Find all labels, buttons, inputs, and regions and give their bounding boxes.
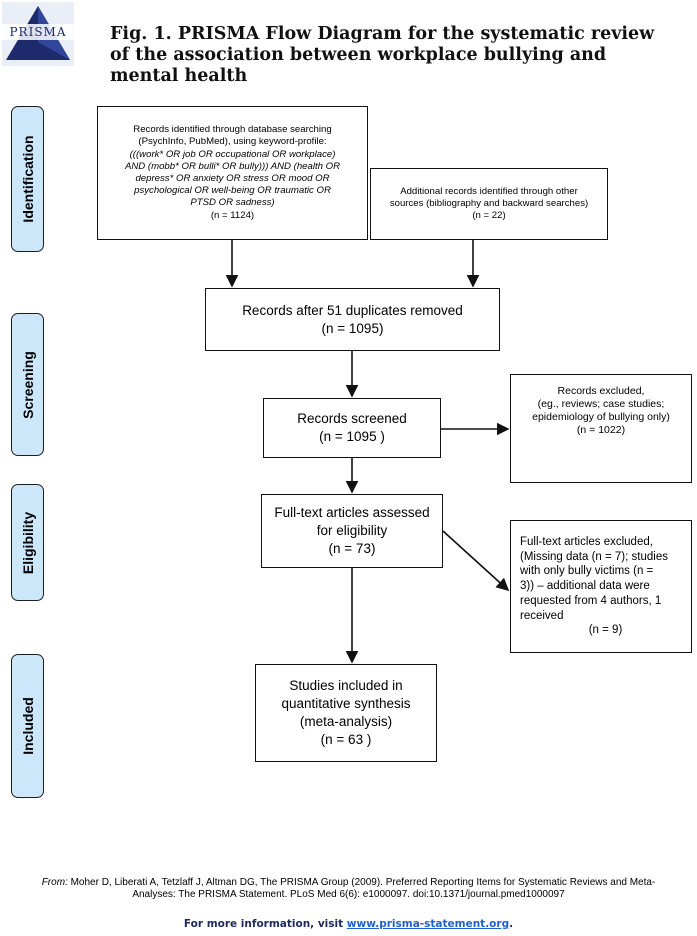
db-search-line: (PsychInfo, PubMed), using keyword-profi… <box>138 136 327 148</box>
screened-count: (n = 1095 ) <box>319 429 385 444</box>
ft-excluded-line: received <box>520 609 564 622</box>
fulltext-line: for eligibility <box>316 523 388 538</box>
db-search-query-line: psychological OR well-being OR traumatic… <box>134 185 331 197</box>
box-additional-records: Additional records identified through ot… <box>370 168 608 240</box>
excluded-line: (eg., reviews; case studies; <box>537 398 665 410</box>
phase-included: Included <box>11 654 44 798</box>
included-line: (meta-analysis) <box>299 714 393 729</box>
included-line: Studies included in <box>289 678 403 693</box>
ft-excluded-count: (n = 9) <box>588 624 623 637</box>
screened-line: Records screened <box>297 411 407 426</box>
duplicates-count: (n = 1095) <box>321 320 384 336</box>
included-line: quantitative synthesis <box>281 696 411 711</box>
db-search-query-line: (((work* OR job OR occupational OR workp… <box>129 148 336 160</box>
box-records-excluded: Records excluded, (eg., reviews; case st… <box>510 374 692 483</box>
box-studies-included: Studies included in quantitative synthes… <box>255 664 437 762</box>
excluded-line: epidemiology of bullying only) <box>532 411 670 423</box>
ft-excluded-line: (Missing data (n = 7); studies <box>520 550 668 563</box>
duplicates-line: Records after 51 duplicates removed <box>242 302 463 318</box>
prisma-website-link[interactable]: www.prisma-statement.org <box>346 918 510 930</box>
included-count: (n = 63 ) <box>320 732 372 747</box>
citation-text: Moher D, Liberati A, Tetzlaff J, Altman … <box>67 877 656 888</box>
box-fulltext-assessed: Full-text articles assessed for eligibil… <box>261 494 443 568</box>
ft-excluded-line: with only bully victims (n = <box>520 565 654 578</box>
db-search-query-line: AND (mobb* OR bulli* OR bully))) AND (he… <box>124 160 341 172</box>
ft-excluded-line: Full-text articles excluded, <box>520 535 653 548</box>
box-fulltext-excluded: Full-text articles excluded, (Missing da… <box>510 520 692 653</box>
phase-screening: Screening <box>11 313 44 456</box>
more-info-end: . <box>509 918 514 930</box>
excluded-count: (n = 1022) <box>576 424 626 436</box>
box-duplicates-removed: Records after 51 duplicates removed (n =… <box>205 288 500 351</box>
db-search-query-line: depress* OR anxiety OR stress OR mood OR <box>135 173 330 184</box>
box-records-screened: Records screened (n = 1095 ) <box>263 398 441 458</box>
citation-text: Analyses: The PRISMA Statement. PLoS Med… <box>132 889 565 900</box>
fulltext-line: Full-text articles assessed <box>274 505 430 520</box>
citation: From: Moher D, Liberati A, Tetzlaff J, A… <box>10 877 687 901</box>
additional-line: sources (bibliography and backward searc… <box>389 197 589 209</box>
additional-count: (n = 22) <box>472 210 506 222</box>
ft-excluded-line: 3)) – additional data were <box>520 580 650 593</box>
db-search-query-line: PTSD OR sadness) <box>190 197 275 209</box>
figure-title: Fig. 1. PRISMA Flow Diagram for the syst… <box>110 24 655 86</box>
fulltext-count: (n = 73) <box>328 541 376 556</box>
arrow-fulltext-to-ftexcluded <box>442 530 510 592</box>
more-info-text: For more information, visit <box>183 918 347 930</box>
box-database-search: Records identified through database sear… <box>97 106 368 240</box>
phase-identification: Identification <box>11 106 44 252</box>
excluded-line: Records excluded, <box>557 385 645 397</box>
more-info: For more information, visit www.prisma-s… <box>0 918 697 930</box>
prisma-logo-graphic: PRISMA <box>2 2 74 66</box>
logo-text: PRISMA <box>9 25 66 39</box>
db-search-count: (n = 1124) <box>210 209 255 221</box>
db-search-line: Records identified through database sear… <box>133 124 332 136</box>
citation-from: From: <box>41 877 68 888</box>
ft-excluded-line: requested from 4 authors, 1 <box>520 594 662 607</box>
additional-line: Additional records identified through ot… <box>400 185 578 197</box>
phase-eligibility: Eligibility <box>11 484 44 601</box>
prisma-logo: PRISMA <box>2 2 74 66</box>
